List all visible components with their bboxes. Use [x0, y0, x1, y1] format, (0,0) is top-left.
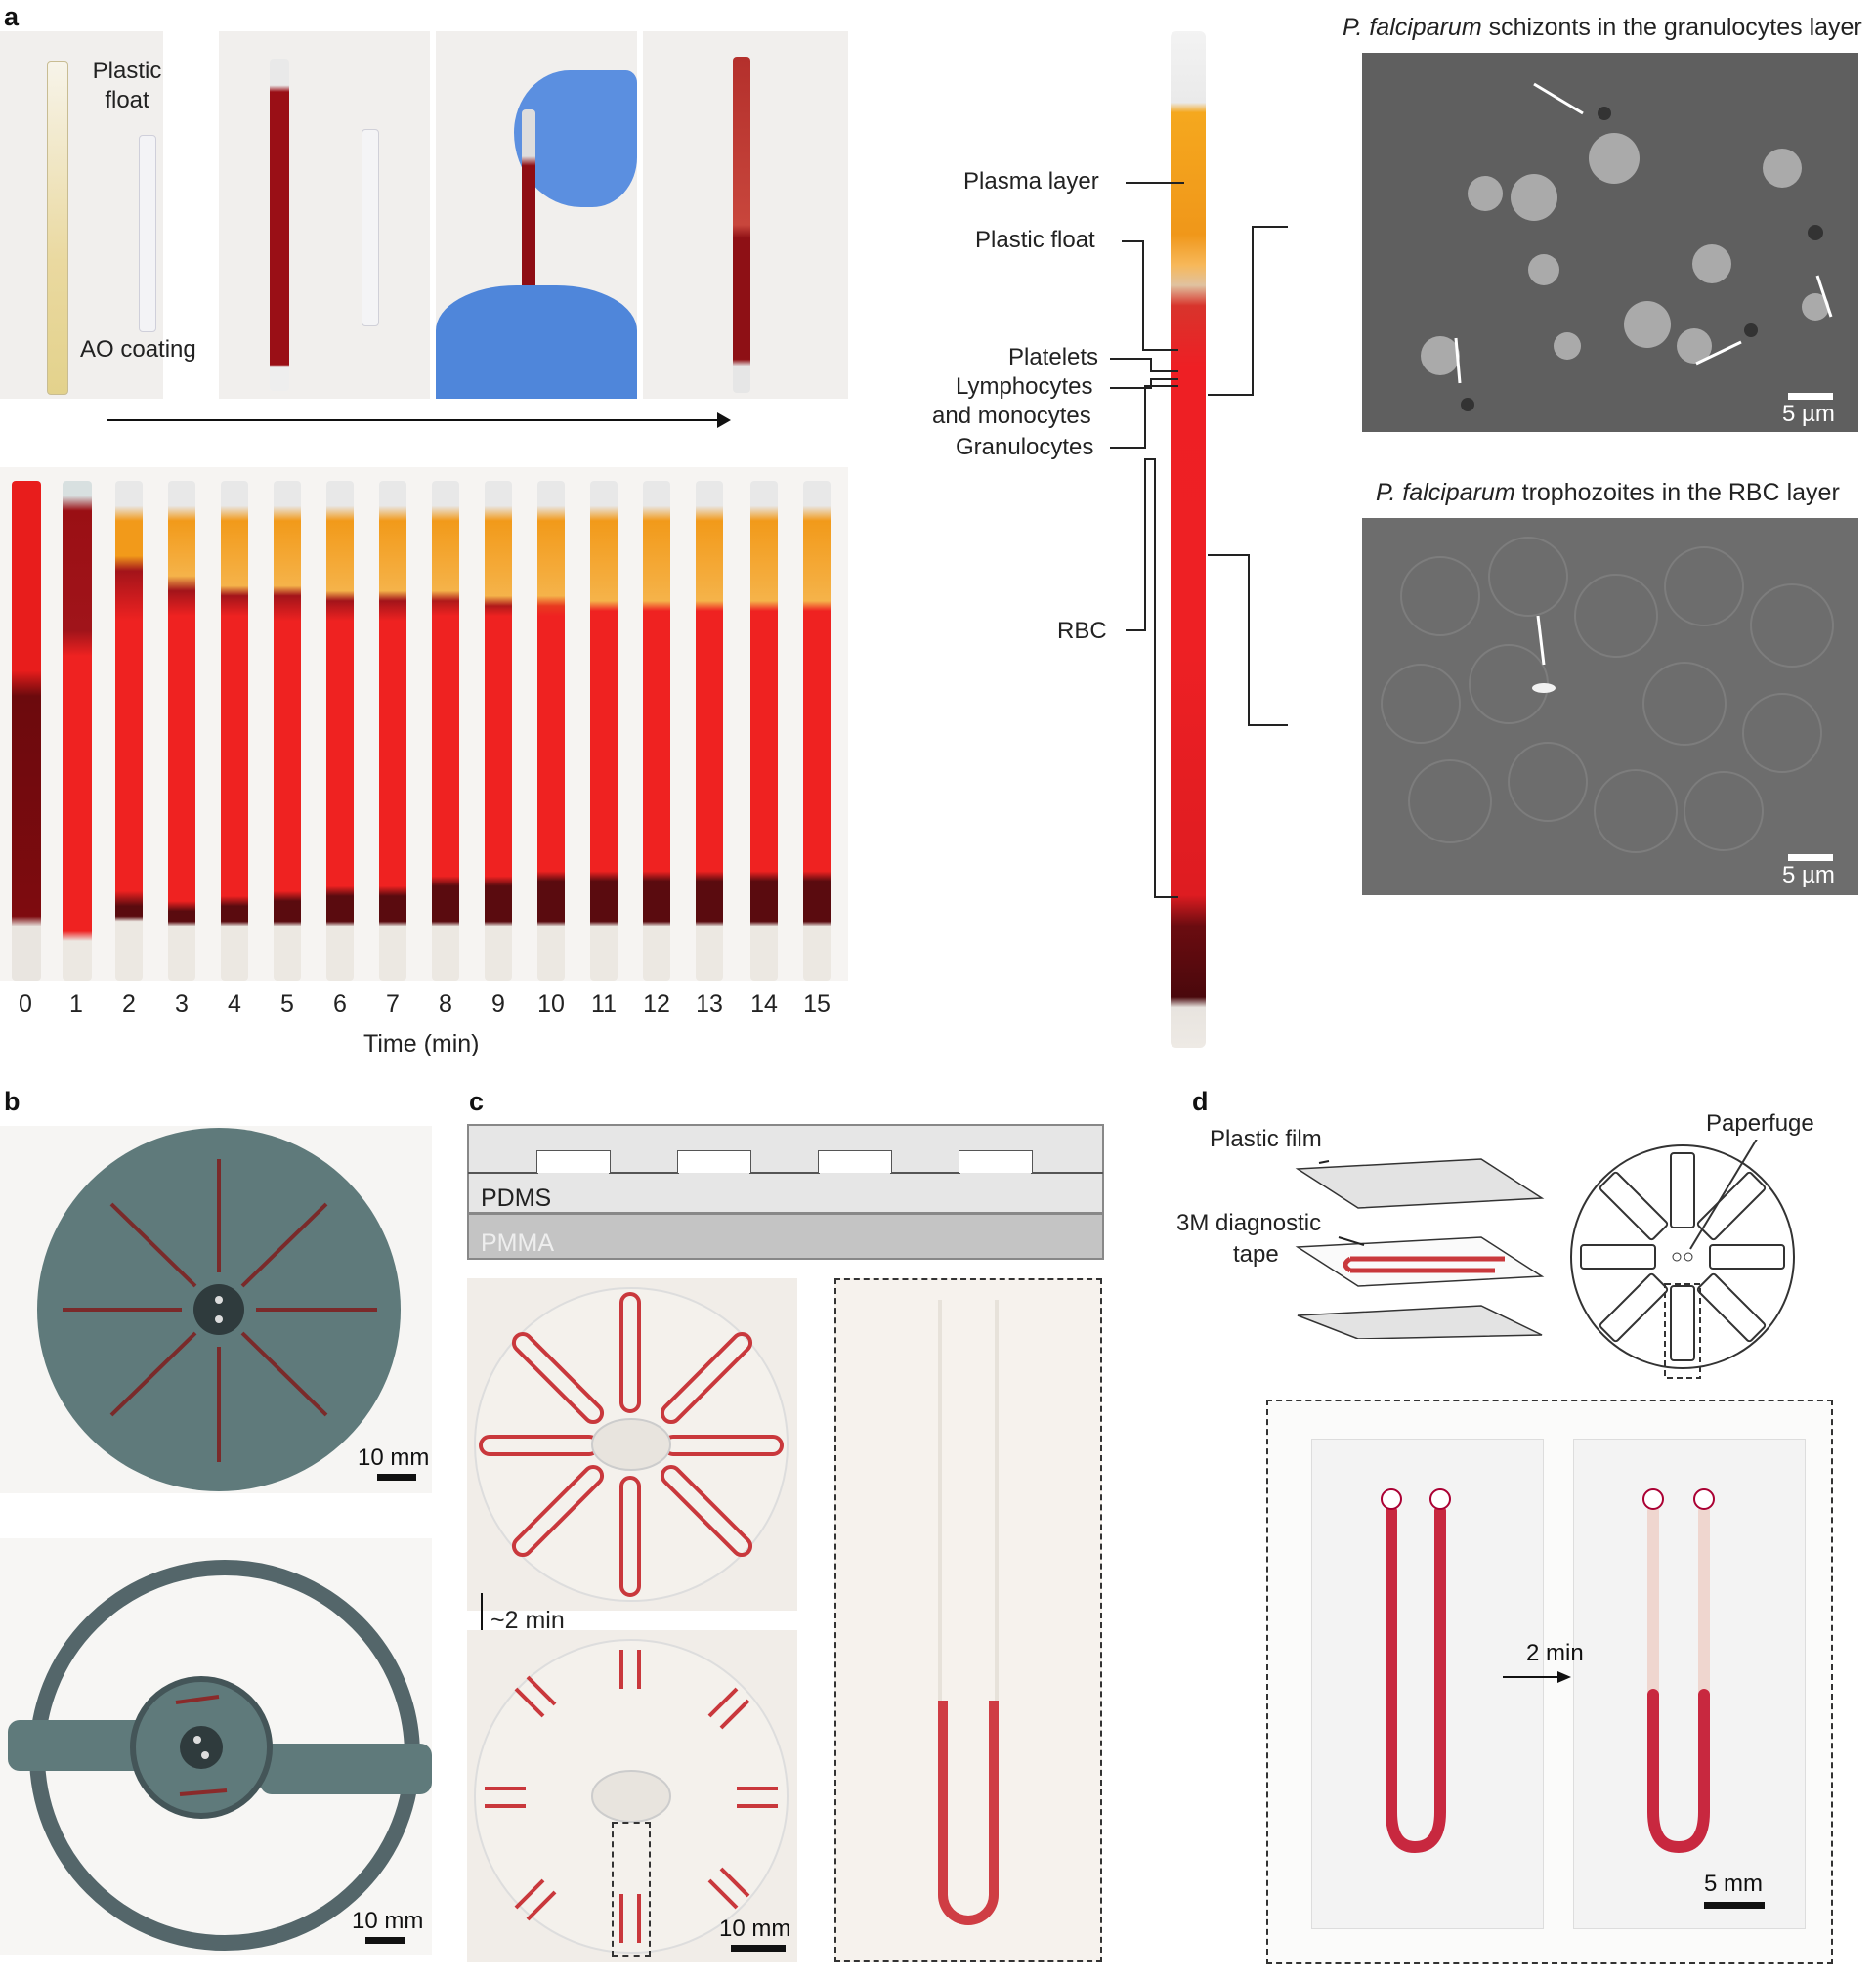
- time-tick: 14: [750, 990, 778, 1017]
- time-tick: 9: [491, 990, 505, 1017]
- tube-13: [696, 481, 723, 981]
- tube-1: [63, 481, 92, 981]
- granulocytes-label: Granulocytes: [956, 434, 1094, 460]
- lymphocytes-label: Lymphocytes: [956, 373, 1093, 400]
- time-tick: 6: [333, 990, 347, 1017]
- tube-leader-lines: [1110, 182, 1288, 898]
- pmma-label: PMMA: [481, 1229, 554, 1257]
- glove-bottom: [436, 285, 637, 399]
- pdms-scale-label: 10 mm: [719, 1916, 791, 1942]
- timelapse-photo: [0, 467, 848, 981]
- time-arrow-down-shaft: [481, 1593, 483, 1656]
- ao-coating-label: AO coating: [80, 336, 196, 363]
- tube-2: [115, 481, 143, 981]
- pdms-cross-section: [467, 1124, 1104, 1260]
- photo-tube-and-float: [0, 31, 163, 399]
- time-tick: 5: [280, 990, 294, 1017]
- tube-9: [485, 481, 512, 981]
- tape-time-label: 2 min: [1526, 1640, 1584, 1666]
- tube-8: [432, 481, 459, 981]
- tube-7: [379, 481, 406, 981]
- time-arrow-shaft: [107, 419, 719, 421]
- frame-scale-label: 10 mm: [352, 1908, 424, 1934]
- pdms-disc-before: [467, 1278, 797, 1611]
- monocytes-label: and monocytes: [932, 403, 1091, 429]
- layer-stack-diagram: [1295, 1158, 1545, 1339]
- photo-centrifuged-tube: [643, 31, 848, 399]
- time-tick: 3: [175, 990, 189, 1017]
- scale-bar: [1704, 1902, 1765, 1909]
- annotated-tube: [1171, 31, 1206, 1048]
- scale-bar: [731, 1945, 786, 1952]
- tube-3: [168, 481, 195, 981]
- plastic-float-label: Plastic float: [92, 58, 162, 113]
- plasma-layer-label: Plasma layer: [963, 168, 1099, 194]
- tape-zoom-panel: 2 min 5 mm: [1266, 1400, 1833, 1964]
- tube-11: [590, 481, 618, 981]
- panel-d-letter: d: [1192, 1087, 1209, 1116]
- u-channel-blood: [938, 1701, 999, 1925]
- ao-coated-tube: [47, 61, 68, 395]
- time-tick: 2: [122, 990, 136, 1017]
- scale-bar: [377, 1474, 416, 1481]
- tube-5: [274, 481, 301, 981]
- platelets-label: Platelets: [1008, 344, 1099, 370]
- panel-b-letter: b: [4, 1087, 21, 1116]
- time-tick: 8: [439, 990, 452, 1017]
- pdms-zoom-panel: [834, 1278, 1102, 1962]
- tube-10: [537, 481, 565, 981]
- paperfuge-label: Paperfuge: [1706, 1110, 1814, 1137]
- tube-6: [326, 481, 354, 981]
- time-tick: 15: [803, 990, 831, 1017]
- pdms-disc-after: 10 mm: [467, 1630, 797, 1962]
- tube-15: [803, 481, 831, 981]
- time-tick: 13: [696, 990, 723, 1017]
- pdms-label: PDMS: [481, 1185, 552, 1212]
- time-tick: 7: [386, 990, 400, 1017]
- tape-scale-label: 5 mm: [1704, 1871, 1763, 1897]
- photo-inserting-float: [436, 31, 637, 399]
- plastic-float-label-tube: Plastic float: [975, 227, 1095, 253]
- time-tick: 12: [643, 990, 670, 1017]
- tube-14: [750, 481, 778, 981]
- micrograph-bottom-caption: P. falciparum trophozoites in the RBC la…: [1376, 479, 1840, 506]
- teal-disc-photo: 10 mm: [0, 1126, 432, 1493]
- panel-c-letter: c: [469, 1087, 485, 1116]
- time-tick: 0: [19, 990, 32, 1017]
- time-tick: 4: [228, 990, 241, 1017]
- disc-scale-label: 10 mm: [358, 1444, 430, 1471]
- trophozoite-micrograph: 5 µm: [1362, 518, 1858, 895]
- time-tick: 11: [591, 990, 617, 1017]
- photo-filled-tube: [219, 31, 430, 399]
- tape-channels: [1381, 1488, 1715, 1854]
- schizont-scale-label: 5 µm: [1782, 401, 1835, 427]
- zoom-box: [612, 1822, 651, 1957]
- micrograph-top-caption: P. falciparum schizonts in the granulocy…: [1343, 14, 1862, 41]
- time-tick: 1: [69, 990, 83, 1017]
- scale-bar: [365, 1937, 405, 1944]
- plastic-film-label: Plastic film: [1210, 1126, 1322, 1152]
- rbc-label: RBC: [1057, 618, 1107, 644]
- trophozoite-scale-label: 5 µm: [1782, 862, 1835, 888]
- time-axis-label: Time (min): [363, 1030, 480, 1057]
- plastic-float: [139, 135, 156, 332]
- plastic-float-2: [362, 129, 379, 326]
- time-tick: 10: [537, 990, 565, 1017]
- panel-a-letter: a: [4, 2, 20, 31]
- filled-tube: [270, 59, 289, 391]
- tube-12: [643, 481, 670, 981]
- centrifuged-tube: [733, 57, 750, 393]
- paperfuge-frame-photo: 10 mm: [0, 1538, 432, 1955]
- schizont-micrograph: 5 µm: [1362, 53, 1858, 432]
- time-arrow-head: [717, 412, 731, 428]
- tube-0: [12, 481, 41, 981]
- paperfuge-schematic: [1570, 1140, 1795, 1379]
- diagnostic-tape-label-2: tape: [1233, 1241, 1279, 1268]
- diagnostic-tape-label-1: 3M diagnostic: [1176, 1210, 1322, 1236]
- tube-4: [221, 481, 248, 981]
- pdms-time-label: ~2 min: [490, 1607, 565, 1634]
